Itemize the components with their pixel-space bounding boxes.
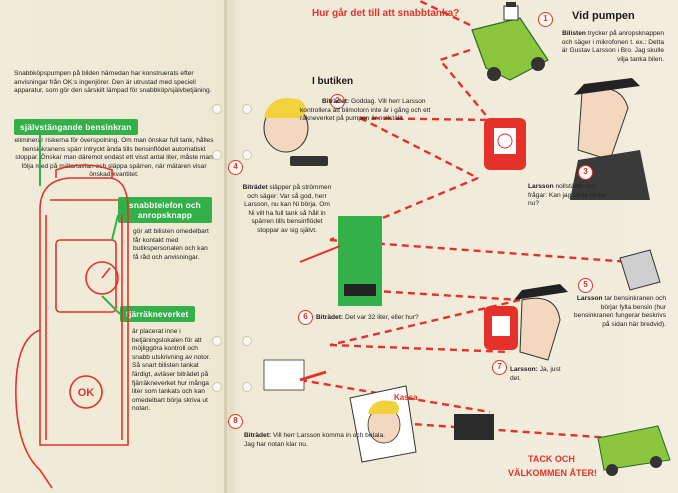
pump-head-illustration xyxy=(484,118,526,170)
step-speaker: Larsson: xyxy=(510,366,538,373)
customer-illustration xyxy=(514,284,568,361)
step-body: tar bensinkranen och börjar fylla bensin… xyxy=(574,295,666,328)
binder-hole xyxy=(242,150,252,160)
step-body: Det var 32 liter, eller hur? xyxy=(344,314,419,321)
step-number: 2 xyxy=(330,94,345,109)
binder-hole xyxy=(212,104,222,114)
step-number: 7 xyxy=(492,360,507,375)
step-speaker: Larsson xyxy=(576,295,603,302)
step-body: Goddag. Vill herr Larsson kontrollera at… xyxy=(300,98,431,123)
kassa-sign: Kassa xyxy=(394,393,418,402)
closing-line-2: VÄLKOMMEN ÅTER! xyxy=(508,468,597,478)
main-title: Hur går det till att snabbtanka? xyxy=(312,8,460,19)
step-speaker: Biträdet: xyxy=(316,314,344,321)
feature-label-remote-counter: fjärräkneverket xyxy=(120,306,195,322)
fuel-pump-illustration xyxy=(15,164,129,489)
step-speaker: Biträdet: xyxy=(322,98,350,105)
counter-terminal-illustration xyxy=(290,156,382,306)
step-speaker: Biträdet: xyxy=(244,432,272,439)
fuel-nozzle-illustration xyxy=(619,249,661,291)
pump-head-illustration xyxy=(484,306,518,350)
page-fold xyxy=(224,0,227,493)
feature-label-phone: snabbtelefon och anropsknapp xyxy=(118,197,212,223)
step-body: Ja, just det. xyxy=(510,366,561,382)
intro-text: Snabbköpspumpen på bilden härnedan har k… xyxy=(14,70,212,95)
cashier-illustration xyxy=(349,385,417,463)
clerk-illustration xyxy=(263,98,309,153)
step-body: Vill herr Larsson komma in och betala. J… xyxy=(244,432,385,448)
payment-hand-illustration xyxy=(454,414,494,440)
step-1-text: Bilisten trycker på anropsknappen och sä… xyxy=(560,30,664,64)
writing-hand-illustration xyxy=(263,359,327,391)
step-6-text: Biträdet: Det var 32 liter, eller hur? xyxy=(316,314,456,323)
step-body: trycker på anropsknappen och säger i mik… xyxy=(561,30,664,63)
step-5-text: Larsson tar bensinkranen och börjar fyll… xyxy=(570,295,666,329)
step-4-text: Biträdet släpper på strömmen och säger: … xyxy=(242,184,332,236)
pump-logo: OK xyxy=(78,387,95,399)
feature-text-remote-counter: är placerat inne i betjäningslokalen för… xyxy=(132,328,211,413)
step-speaker: Larsson xyxy=(528,183,554,190)
step-speaker: Bilisten xyxy=(562,30,586,37)
step-8-text: Biträdet: Vill herr Larsson komma in och… xyxy=(244,432,394,449)
step-number: 4 xyxy=(228,160,243,175)
step-body: släpper på strömmen och säger: Var så go… xyxy=(244,184,332,234)
step-3-text: Larsson nollställer och frågar: Kan jag … xyxy=(528,183,616,209)
section-title-store: I butiken xyxy=(312,76,354,87)
feature-text-phone: gör att bilisten omedelbart får kontakt … xyxy=(133,228,209,261)
driver-illustration xyxy=(570,78,650,200)
step-number: 6 xyxy=(298,310,313,325)
step-7-text: Larsson: Ja, just det. xyxy=(510,366,570,383)
binder-hole xyxy=(242,336,252,346)
step-2-text: Biträdet: Goddag. Vill herr Larsson kont… xyxy=(300,98,440,124)
binder-hole xyxy=(242,104,252,114)
step-speaker: Biträdet xyxy=(242,184,268,191)
binder-hole xyxy=(212,336,222,346)
feature-text-nozzle: eliminerar riskerna för överspolning. Om… xyxy=(14,137,214,179)
step-number: 1 xyxy=(538,12,553,27)
binder-hole xyxy=(212,382,222,392)
car-illustration xyxy=(471,2,549,81)
step-number: 8 xyxy=(228,414,243,429)
binder-hole xyxy=(242,382,252,392)
step-number: 3 xyxy=(578,165,593,180)
section-title-pump: Vid pumpen xyxy=(572,10,635,22)
step-number: 5 xyxy=(578,278,593,293)
step-body: nollställer och frågar: Kan jag börja ta… xyxy=(528,183,606,208)
feature-label-nozzle: självstängande bensinkran xyxy=(14,119,138,135)
departing-car-illustration xyxy=(597,425,671,476)
closing-line-1: TACK OCH xyxy=(528,454,575,464)
binder-hole xyxy=(212,150,222,160)
